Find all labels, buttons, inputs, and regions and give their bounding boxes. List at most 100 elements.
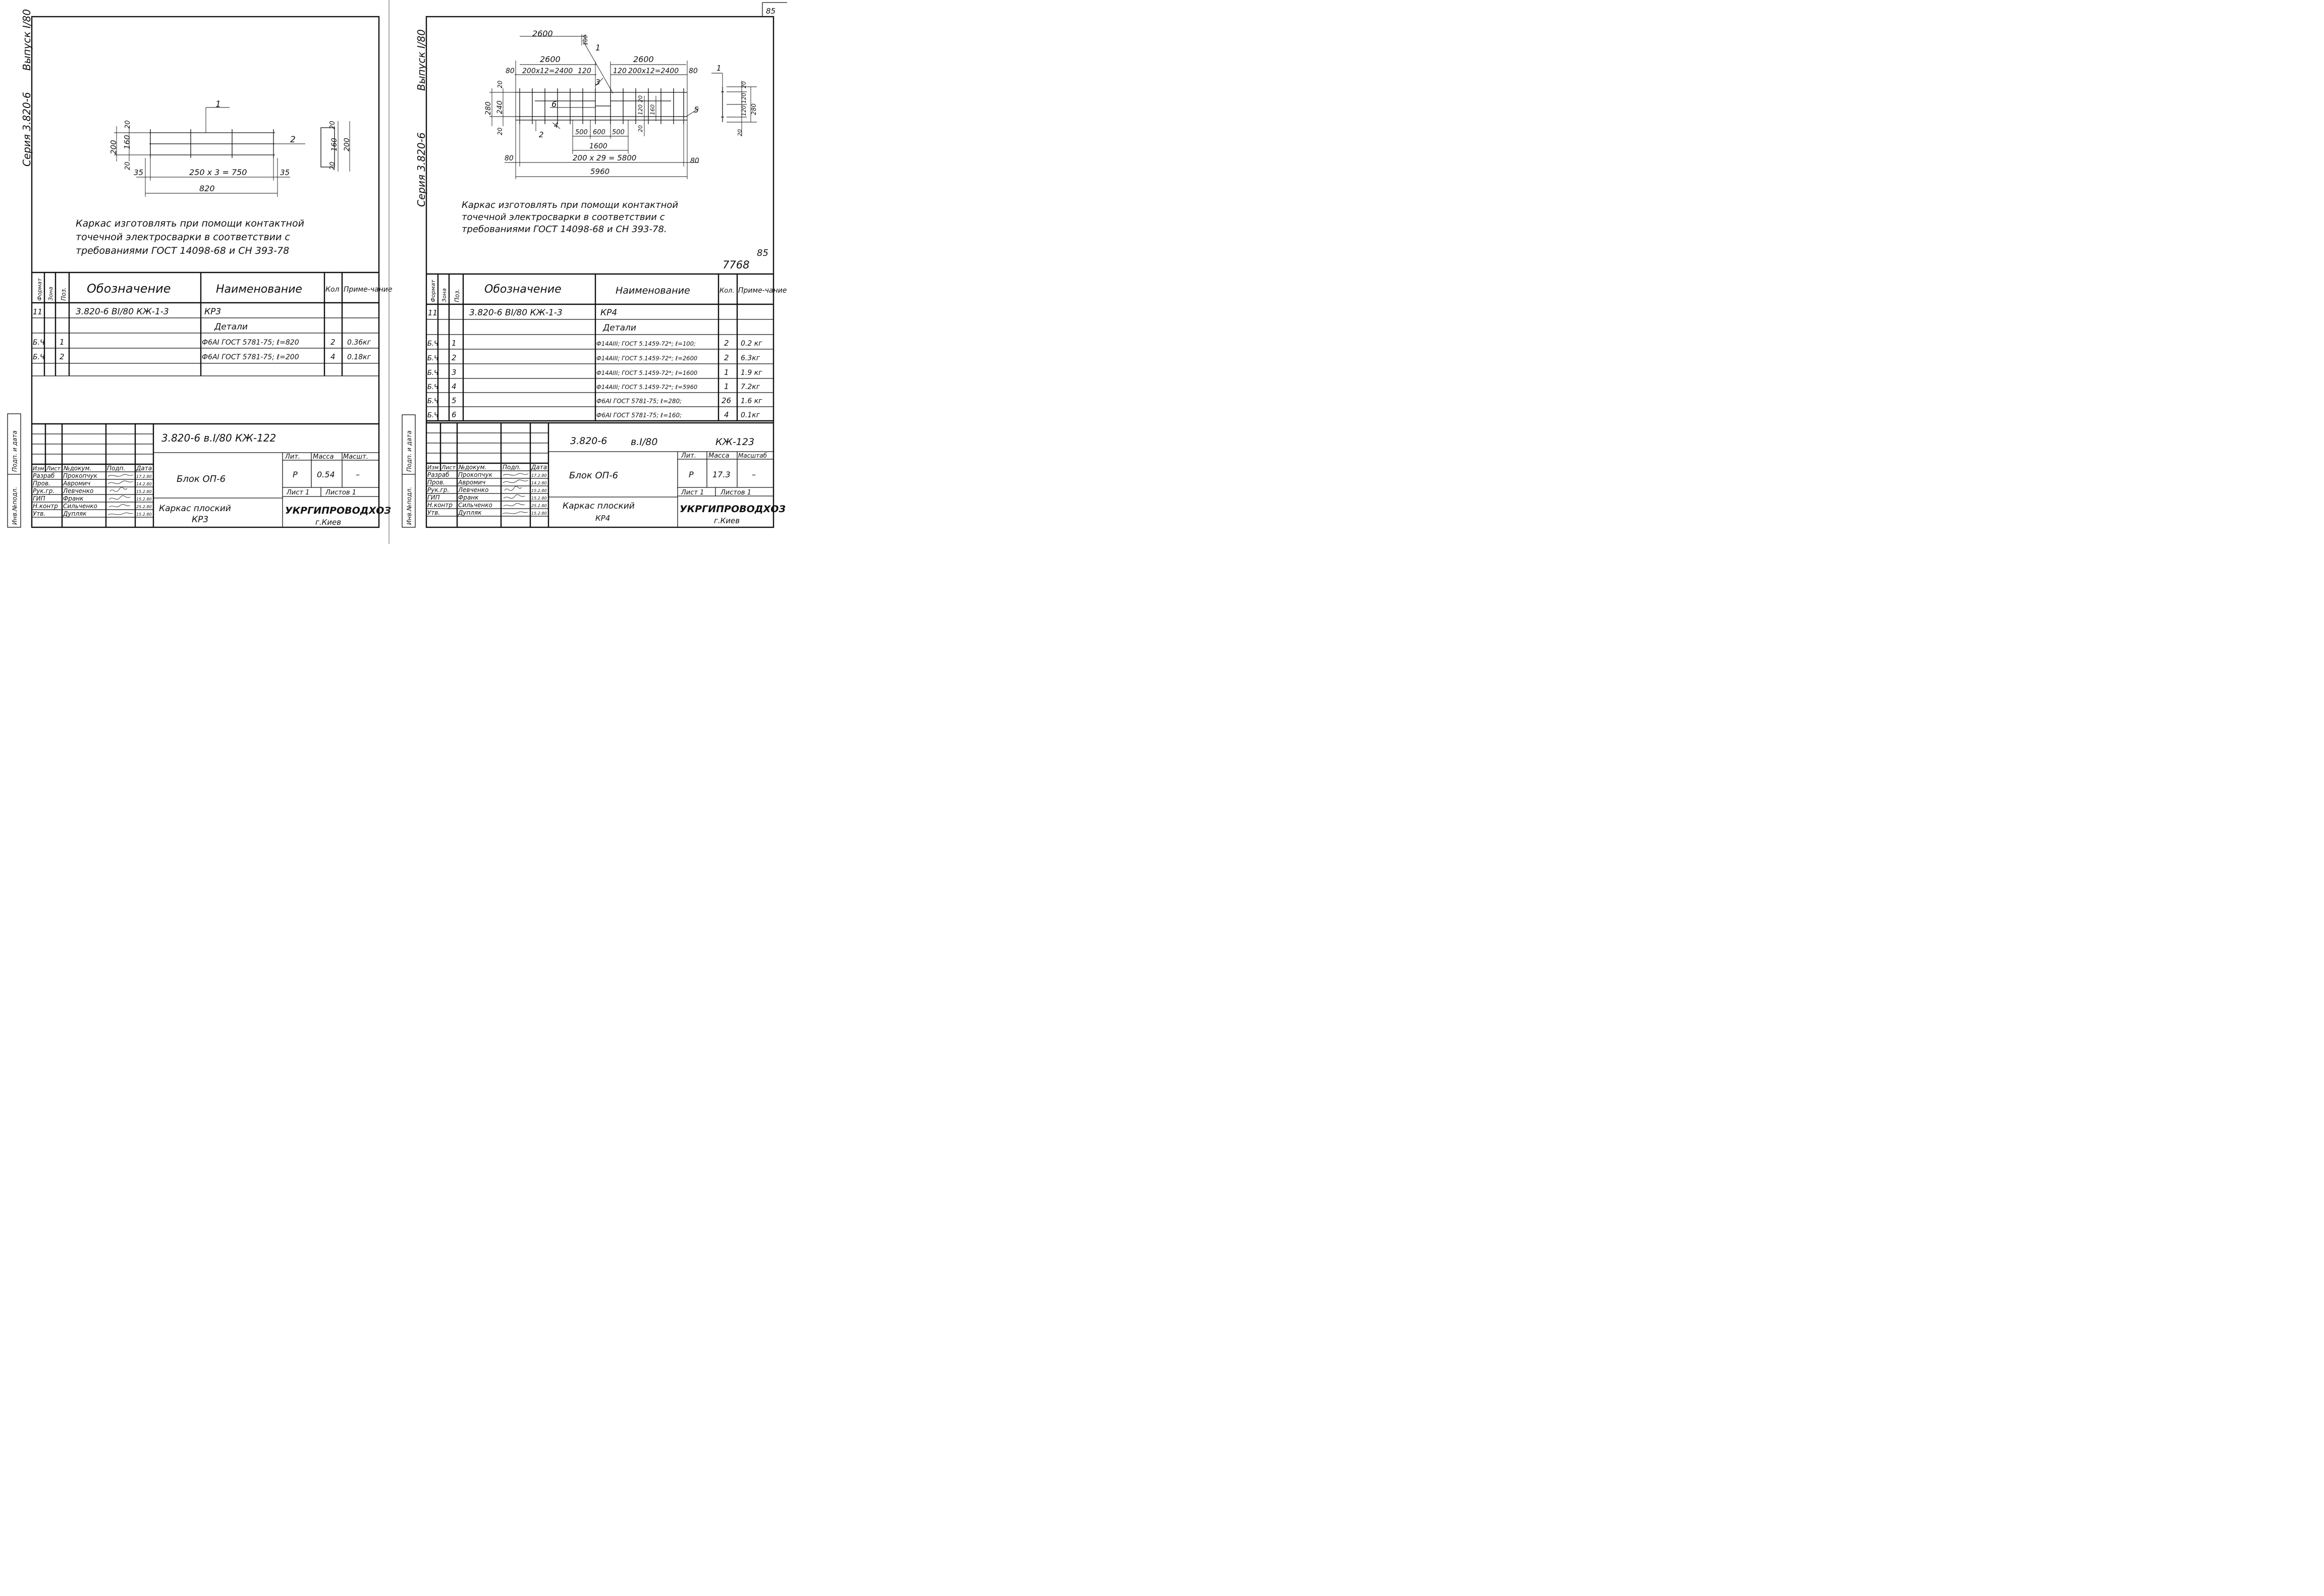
right-spec-r4-note: 1.9 кг — [741, 369, 762, 377]
left-side-inv: Инв.№подл. — [11, 487, 18, 525]
right-spec-r6-note: 1.6 кг — [741, 397, 762, 405]
right-title-lit-h: Лит. — [681, 452, 696, 460]
right-dim-left-b: 200x12=2400 — [522, 67, 573, 75]
right-spec-r2-note: 0.2 кг — [741, 340, 762, 348]
right-dim-h-top: 20 — [496, 80, 504, 88]
right-staff-1-date: 14.2.80 — [531, 481, 547, 485]
right-spec-r5-note: 7.2кг — [741, 383, 760, 391]
right-dim-b-right: 80 — [690, 157, 699, 165]
left-dim-top: 20 — [124, 120, 132, 129]
left-spec-h-zone: Зона — [47, 287, 54, 301]
left-note-line-1: Каркас изготовлять при помощи контактной — [76, 218, 304, 229]
right-spec-h-name: Наименование — [616, 285, 690, 296]
left-sheet: Серия 3.820-6 Выпуск I/80 — [7, 9, 392, 528]
left-spec-h-pos: Поз. — [60, 287, 67, 301]
right-title-drawing: Каркас плоский — [563, 501, 635, 511]
right-staff-h-1: Лист — [441, 464, 456, 471]
left-signature-3 — [108, 495, 131, 500]
left-series-label: Серия 3.820-6 — [21, 92, 33, 167]
right-sec-a: 20 — [741, 81, 747, 88]
right-title-sheets: Листов 1 — [720, 489, 751, 497]
left-staff-2-role: Рук.гр. — [33, 487, 54, 494]
left-dim-edge-left: 35 — [134, 168, 143, 177]
page-number: 85 — [766, 7, 776, 16]
right-spec-r2-qty: 2 — [724, 339, 729, 348]
left-section — [320, 127, 335, 168]
right-signature-3 — [503, 494, 525, 499]
right-dim-m-h2: 120 — [637, 104, 644, 115]
left-title-object: Блок ОП-6 — [177, 474, 226, 484]
right-spec-r2-format: Б.Ч — [427, 340, 438, 348]
right-spec-r7-note: 0.1кг — [741, 411, 760, 419]
right-signature-2 — [504, 486, 522, 491]
left-title-scale-h: Масшт. — [343, 453, 368, 461]
right-signature-0 — [503, 473, 529, 476]
right-leader-1b: 1 — [716, 64, 722, 73]
left-signature-4 — [108, 504, 131, 508]
left-staff-5-date: 15.2.80 — [136, 512, 152, 517]
left-spec-r3-format: Б.Ч — [33, 353, 45, 361]
right-note-line-2: точечной электросварки в соответствии с — [462, 212, 665, 223]
left-staff-0-role: Разраб — [33, 472, 55, 479]
left-staff-3-role: ГИП — [33, 495, 45, 502]
left-spec-r0-designation: 3.820-6 BI/80 КЖ-1-3 — [76, 307, 169, 317]
left-title-code: 3.820-6 в.I/80 КЖ-122 — [161, 432, 276, 444]
right-staff-2-role: Рук.гр. — [427, 486, 449, 493]
left-side-sign: Подп. и дата — [11, 430, 18, 472]
right-staff-3-role: ГИП — [427, 494, 440, 501]
right-spec-r1-name: Детали — [602, 323, 636, 333]
right-dim-b-left: 80 — [505, 154, 514, 162]
right-staff-h-3: Подп. — [503, 464, 521, 471]
left-staff-1-role: Пров. — [33, 480, 50, 487]
right-staff-4-date: 25.2.80 — [531, 504, 547, 508]
right-spec-table: Формат Зона Поз. Обозначение Наименовани… — [426, 273, 787, 422]
right-frame-drawing: 2600 100 1 2600 2600 80 200x12=2400 120 … — [484, 29, 757, 179]
right-spec-r4-name: Ф14АIII; ГОСТ 5.1459-72*; ℓ=1600 — [596, 369, 697, 376]
left-staff-h-1: Лист — [46, 465, 61, 472]
right-dim-left-a: 80 — [506, 67, 515, 75]
right-spec-r0-name: КР4 — [600, 308, 617, 318]
right-staff-3-name: Франк — [458, 494, 479, 501]
right-spec-r4-qty: 1 — [724, 368, 729, 377]
right-sec-total: 280 — [750, 103, 757, 115]
right-staff-1-name: Авромич — [458, 479, 485, 486]
left-note-line-2: точечной электросварки в соответствии с — [76, 232, 290, 243]
right-dim-right-a: 120 — [613, 67, 627, 75]
right-dim-bar-top: 2600 — [532, 29, 553, 38]
left-staff-2-name: Левченко — [63, 487, 93, 494]
left-staff-h-4: Дата — [136, 465, 152, 472]
right-title-code-a: 3.820-6 — [570, 435, 607, 447]
right-spec-h-designation: Обозначение — [484, 283, 562, 296]
left-dim-edge-right: 35 — [280, 168, 290, 177]
left-signature-2 — [109, 487, 128, 492]
right-dim-m2: 600 — [593, 129, 605, 136]
left-title-lit: Р — [293, 470, 298, 479]
left-staff-0-name: Прокопчук — [63, 472, 98, 479]
right-spec-r5-format: Б.Ч — [427, 383, 438, 391]
right-staff-5-role: Утв. — [427, 509, 440, 516]
right-staff-5-date: 15.2.80 — [531, 511, 547, 516]
right-title-object: Блок ОП-6 — [569, 470, 618, 481]
right-stamp-num: 85 — [757, 248, 768, 258]
right-staff-1-role: Пров. — [427, 479, 445, 486]
right-signature-1 — [503, 479, 529, 483]
left-side-strip — [7, 413, 21, 528]
right-dim-m-total: 1600 — [589, 142, 607, 150]
left-title-sheet: Лист 1 — [286, 489, 309, 497]
right-spec-r6-qty: 26 — [722, 396, 731, 405]
left-dim-total: 820 — [199, 184, 215, 193]
right-staff-5-name: Дупляк — [458, 509, 482, 516]
right-spec-r6-format: Б.Ч — [427, 398, 438, 405]
right-spec-r3-pos: 2 — [452, 353, 457, 362]
left-title-city: г.Киев — [315, 518, 341, 527]
left-spec-table: Формат Зона Поз. Обозначение Наименовани… — [32, 271, 392, 376]
left-dim-height: 200 — [109, 140, 118, 154]
right-spec-r0-designation: 3.820-6 BI/80 КЖ-1-3 — [469, 308, 563, 318]
right-staff-0-role: Разраб — [427, 471, 450, 478]
right-spec-r5-qty: 1 — [724, 382, 729, 391]
left-signature-5 — [107, 512, 134, 515]
right-spec-r3-format: Б.Ч — [427, 355, 438, 362]
left-section-bot: 20 — [329, 161, 337, 170]
left-staff-5-name: Дупляк — [63, 510, 87, 517]
right-dim-right-len: 2600 — [633, 54, 654, 64]
